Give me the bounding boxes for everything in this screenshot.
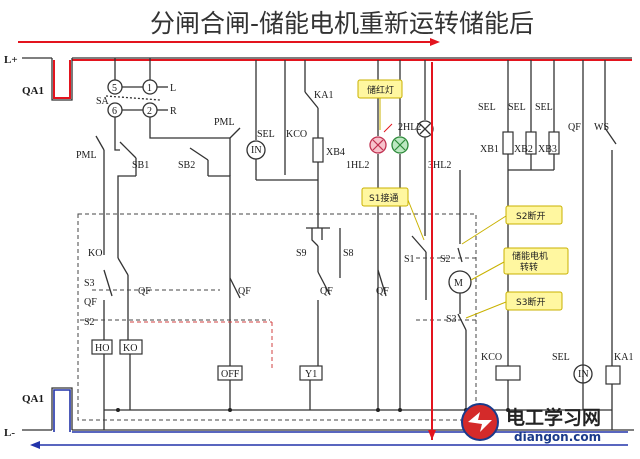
motor-label: M	[454, 278, 463, 289]
watermark	[461, 403, 499, 441]
contact-6-label: 6	[112, 106, 117, 117]
lamp-3hl2-label: 3HL2	[428, 160, 451, 171]
sel3-label: SEL	[508, 102, 526, 113]
qf3-label: QF	[238, 286, 251, 297]
motor-callout: 储能电机转转	[470, 247, 569, 281]
pml-top-label: PML	[214, 117, 235, 128]
xb2-label: XB2	[514, 144, 533, 155]
in1-label: IN	[251, 145, 262, 156]
sb2-label: SB2	[178, 160, 195, 171]
lamp-qf-contact	[377, 269, 387, 297]
ka1-bottom-label: KA1	[614, 352, 633, 363]
qf5-label: QF	[376, 286, 389, 297]
s2-mid-label: S2	[440, 254, 451, 265]
sel1-label: SEL	[257, 129, 275, 140]
right-lower-branches	[495, 364, 621, 385]
xb4-label: XB4	[326, 147, 345, 158]
y1-coil-label: Y1	[305, 369, 317, 380]
qa1-top-label: QA1	[22, 85, 44, 97]
sel2-label: SEL	[478, 102, 496, 113]
s2-callout-text: S2断开	[516, 210, 545, 222]
green-lamp-icon	[391, 136, 409, 154]
kco2-label: KCO	[481, 352, 502, 363]
xb3-label: XB3	[538, 144, 557, 155]
bottom-power-bus	[22, 387, 634, 449]
energized-path	[428, 62, 436, 440]
s1-label: S1	[404, 254, 415, 265]
r-label: R	[170, 106, 177, 117]
ko1-label: KO	[88, 248, 102, 259]
sb1-label: SB1	[132, 160, 149, 171]
lamp-1hl2-label: 1HL2	[346, 160, 369, 171]
watermark-name: 电工学习网	[506, 406, 601, 429]
control-branch-left	[95, 127, 241, 410]
selector-switch-sa	[105, 58, 168, 130]
l-plus-label: L+	[4, 54, 18, 66]
pml-left-label: PML	[76, 150, 97, 161]
red-lamp-icon	[369, 123, 393, 154]
ws-label: WS	[594, 122, 609, 133]
mechanism-enclosure	[77, 213, 477, 421]
kco1-label: KCO	[286, 129, 307, 140]
qf-top-label: QF	[568, 122, 581, 133]
lamp-branch	[377, 60, 426, 410]
indicator-branches	[246, 60, 324, 181]
s2-left-label: S2	[84, 317, 95, 328]
ho-coil-label: HO	[95, 343, 109, 354]
s1-callout: S1接通	[361, 187, 425, 241]
s8-label: S8	[343, 248, 354, 259]
l-minus-label: L-	[4, 427, 15, 439]
qf2-label: QF	[138, 286, 151, 297]
l-label: L	[170, 83, 176, 94]
s1-callout-text: S1接通	[369, 192, 398, 204]
motor-callout-line2: 转转	[520, 261, 538, 273]
y1-branch	[299, 180, 341, 410]
sel5-label: SEL	[552, 352, 570, 363]
motor-branch	[411, 137, 478, 410]
qf4-label: QF	[320, 286, 333, 297]
contact-1-label: 1	[147, 83, 152, 94]
top-power-bus	[18, 38, 632, 101]
in2-label: IN	[578, 369, 589, 380]
off-coil-branch	[217, 277, 243, 381]
ka1-top-label: KA1	[314, 90, 333, 101]
motor-callout-line1: 储能电机	[512, 250, 548, 262]
s3-left-label: S3	[84, 278, 95, 289]
contact-5-label: 5	[112, 83, 117, 94]
lamp-2hl2-label: 2HL2	[398, 122, 421, 133]
contact-2-label: 2	[147, 106, 152, 117]
ko-coil-label: KO	[123, 343, 137, 354]
s2-callout: S2断开	[461, 205, 563, 245]
s9-label: S9	[296, 248, 307, 259]
watermark-url: diangon.com	[514, 430, 601, 444]
motor-callout-text: 储能电机转转	[512, 250, 548, 273]
sel4-label: SEL	[535, 102, 553, 113]
s3-mid-label: S3	[446, 314, 457, 325]
off-coil-label: OFF	[221, 369, 240, 380]
xb1-label: XB1	[480, 144, 499, 155]
s3-callout-text: S3断开	[516, 296, 545, 308]
diagram-title: 分闸合闸-储能电机重新运转储能后	[150, 9, 534, 38]
lamp-callout-text: 储红灯	[367, 84, 394, 96]
qf1-label: QF	[84, 297, 97, 308]
sa-label: SA	[96, 96, 110, 107]
qa1-bottom-label: QA1	[22, 393, 44, 405]
lamp-callout: 储红灯	[357, 79, 403, 130]
left-mechanism-column	[80, 176, 273, 410]
s3-callout: S3断开	[465, 291, 563, 319]
